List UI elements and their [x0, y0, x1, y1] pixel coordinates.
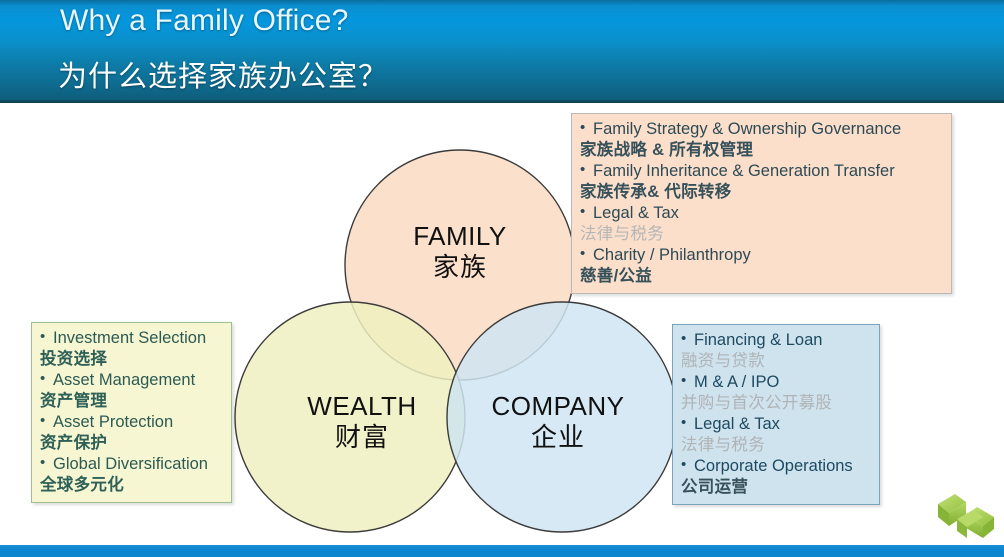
bullet-text-en: Family Strategy & Ownership Governance [580, 118, 943, 140]
bullet-text-en: Financing & Loan [681, 329, 871, 351]
bullet-text-cn: 资产管理 [40, 391, 108, 410]
bullet-text-cn: 法律与税务 [681, 435, 765, 454]
bullet-text-cn: 慈善/公益 [580, 266, 653, 285]
list-item: Global Diversification 全球多元化 [40, 453, 223, 496]
callout-list-family: Family Strategy & Ownership Governance 家… [580, 118, 943, 287]
bullet-text-en: Asset Protection [40, 411, 223, 433]
list-item: Legal & Tax 法律与税务 [681, 413, 871, 456]
bullet-text-cn: 全球多元化 [40, 475, 124, 494]
bullet-text-cn: 公司运营 [681, 477, 749, 496]
list-item: Asset Protection 资产保护 [40, 411, 223, 454]
green-pinwheel-logo [935, 488, 997, 543]
list-item: Family Strategy & Ownership Governance 家… [580, 118, 943, 161]
slide-body: FAMILY 家族 WEALTH 财富 COMPANY 企业 Family St… [0, 103, 1004, 545]
bullet-text-cn: 并购与首次公开募股 [681, 393, 833, 412]
page-title-en: Why a Family Office? [60, 4, 349, 37]
bullet-text-en: Charity / Philanthropy [580, 244, 943, 266]
slide-header: Why a Family Office? 为什么选择家族办公室？ [0, 0, 1004, 103]
list-item: Corporate Operations 公司运营 [681, 455, 871, 498]
list-item: Legal & Tax 法律与税务 [580, 202, 943, 245]
callout-box-wealth: Investment Selection 投资选择 Asset Manageme… [31, 322, 232, 503]
list-item: Asset Management 资产管理 [40, 369, 223, 412]
bullet-text-cn: 法律与税务 [580, 224, 664, 243]
list-item: Family Inheritance & Generation Transfer… [580, 160, 943, 203]
list-item: Financing & Loan 融资与贷款 [681, 329, 871, 372]
bullet-text-cn: 家族传承& 代际转移 [580, 182, 732, 201]
bullet-text-en: Corporate Operations [681, 455, 871, 477]
callout-list-company: Financing & Loan 融资与贷款 M & A / IPO 并购与首次… [681, 329, 871, 498]
bullet-text-en: Asset Management [40, 369, 223, 391]
bullet-text-en: M & A / IPO [681, 371, 871, 393]
venn-svg [234, 149, 678, 533]
bullet-text-en: Family Inheritance & Generation Transfer [580, 160, 943, 182]
list-item: M & A / IPO 并购与首次公开募股 [681, 371, 871, 414]
venn-circle-company [446, 301, 678, 533]
callout-box-company: Financing & Loan 融资与贷款 M & A / IPO 并购与首次… [672, 324, 880, 505]
bullet-text-en: Investment Selection [40, 327, 223, 349]
bullet-text-cn: 融资与贷款 [681, 351, 765, 370]
bullet-text-en: Legal & Tax [681, 413, 871, 435]
bullet-text-cn: 家族战略 & 所有权管理 [580, 140, 754, 159]
callout-list-wealth: Investment Selection 投资选择 Asset Manageme… [40, 327, 223, 496]
bullet-text-en: Global Diversification [40, 453, 223, 475]
pinwheel-icon [938, 494, 994, 538]
callout-box-family: Family Strategy & Ownership Governance 家… [571, 113, 952, 294]
list-item: Charity / Philanthropy 慈善/公益 [580, 244, 943, 287]
list-item: Investment Selection 投资选择 [40, 327, 223, 370]
venn-circle-wealth [234, 301, 466, 533]
page-title-cn: 为什么选择家族办公室？ [58, 61, 389, 93]
bullet-text-en: Legal & Tax [580, 202, 943, 224]
bullet-text-cn: 投资选择 [40, 349, 108, 368]
slide-footer-bar [0, 545, 1004, 557]
bullet-text-cn: 资产保护 [40, 433, 108, 452]
